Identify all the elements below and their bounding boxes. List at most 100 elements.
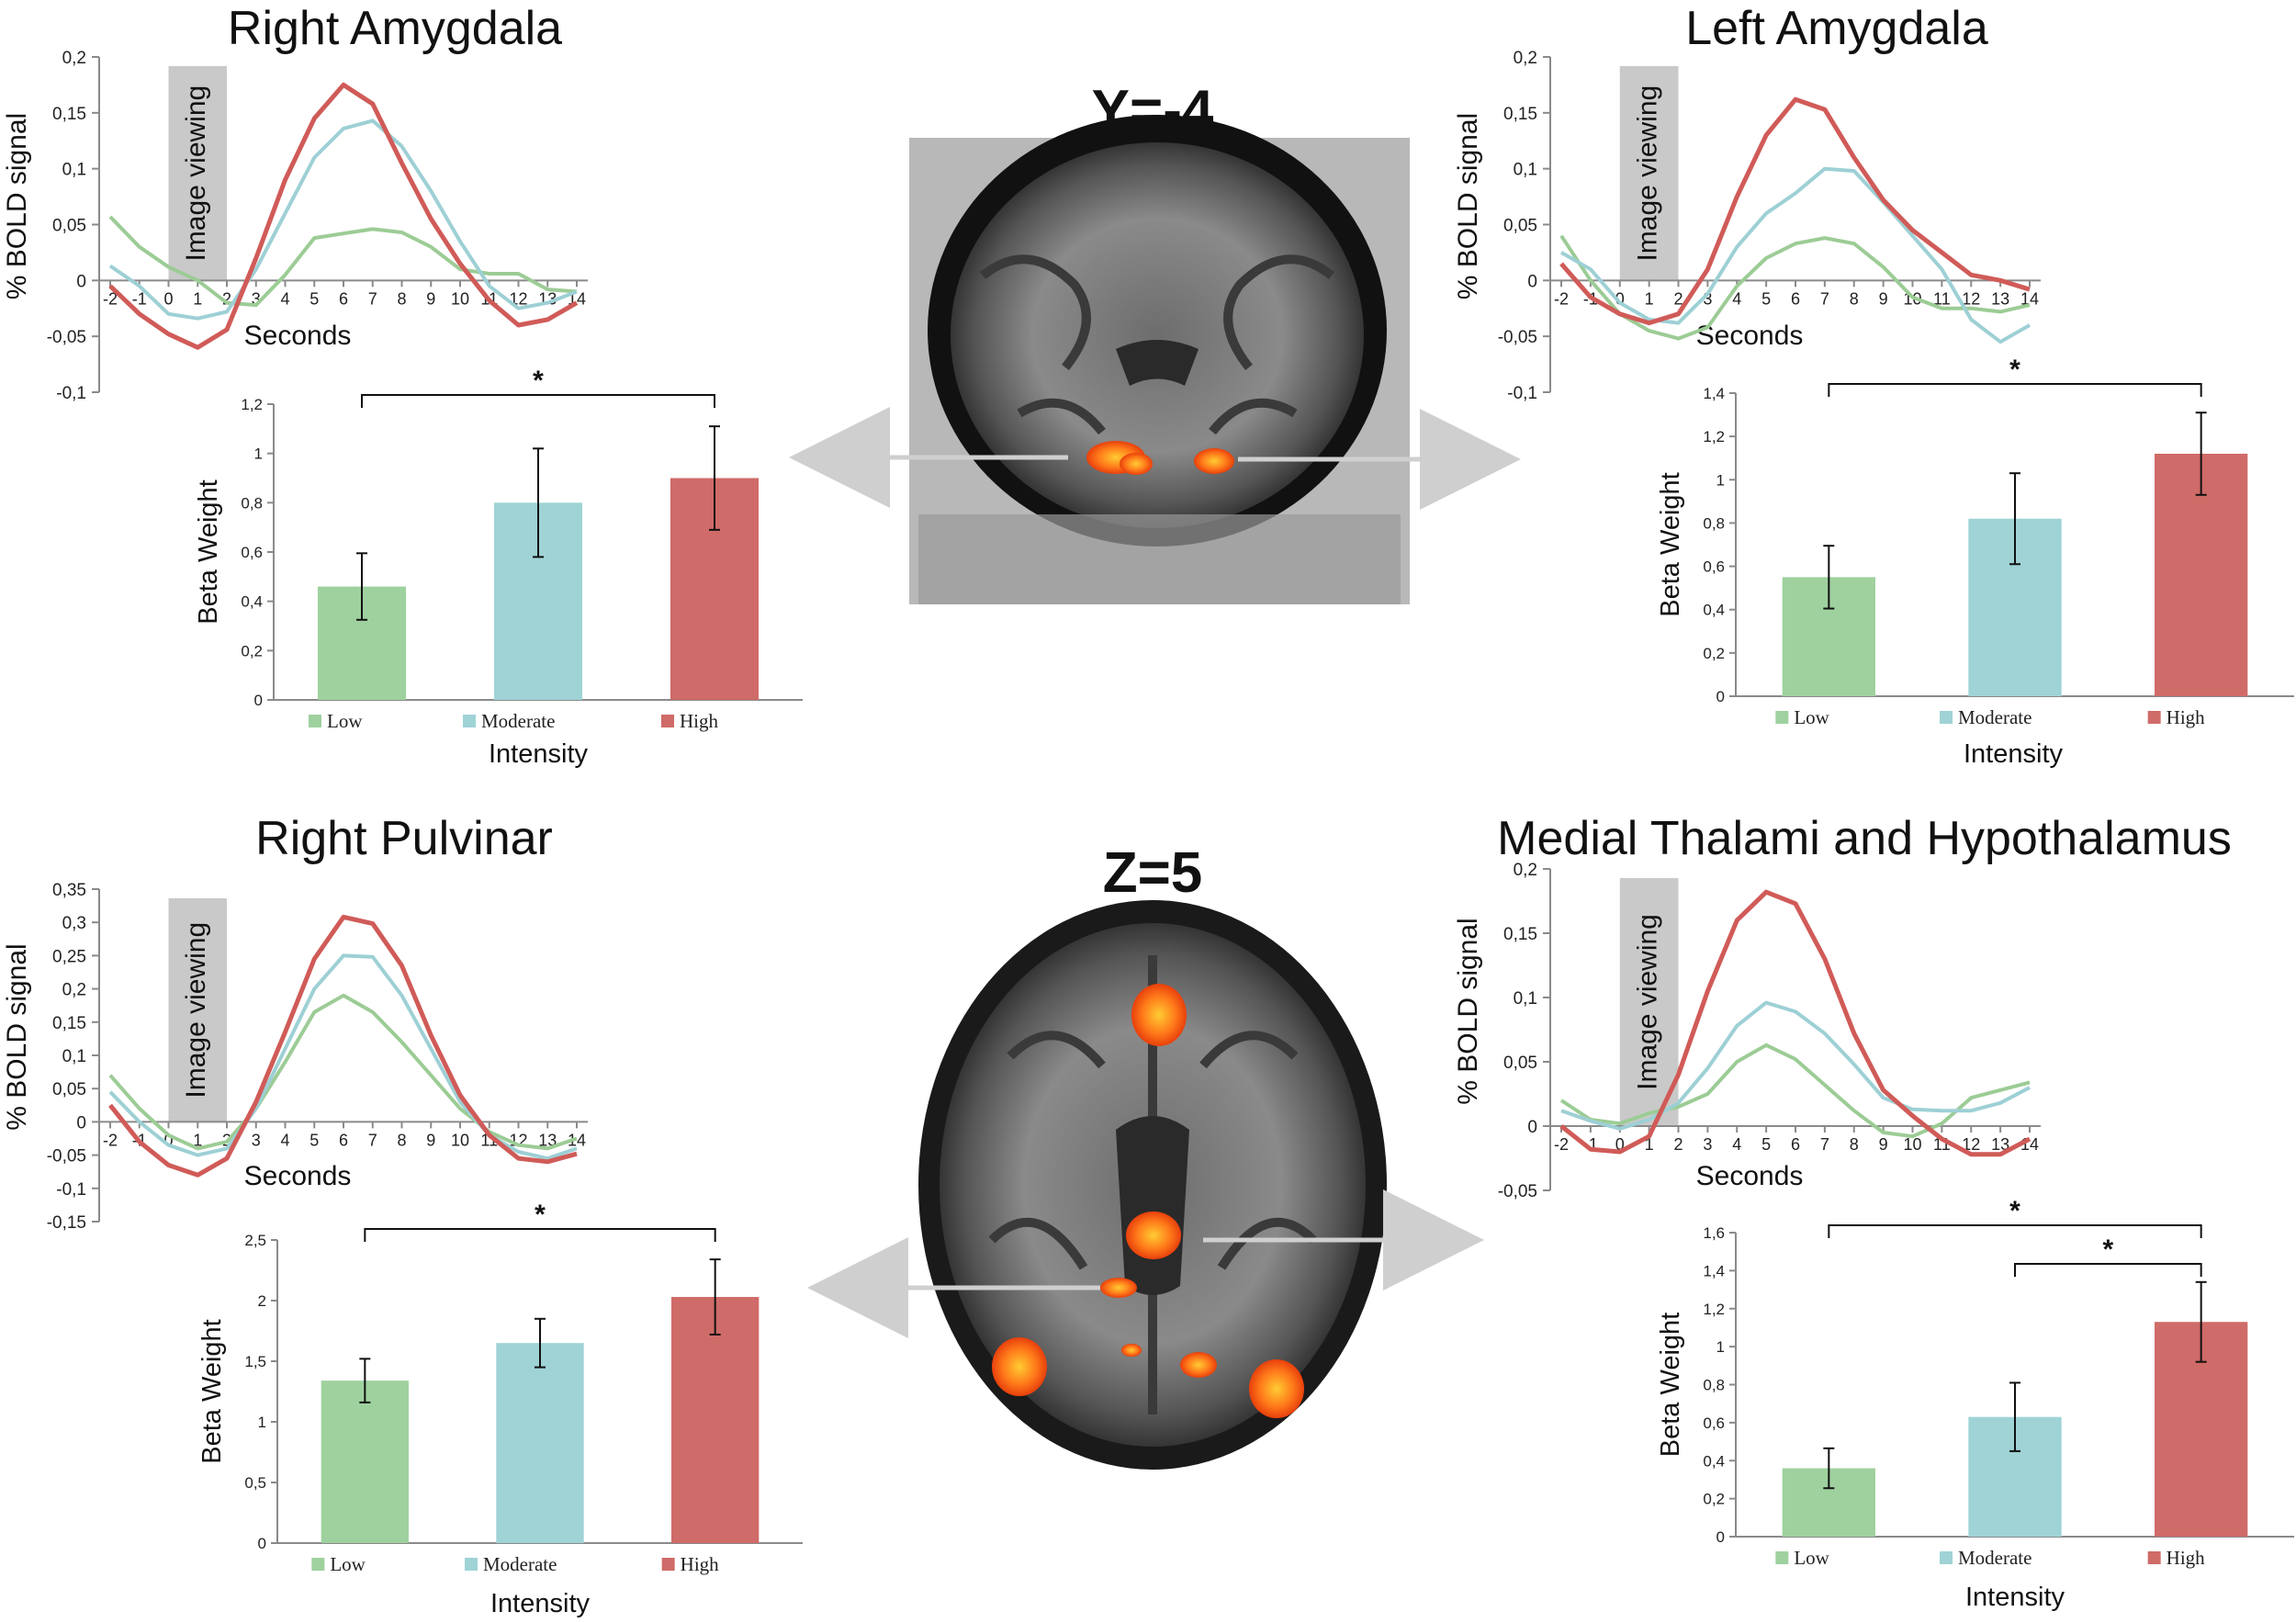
x-axis-label: Intensity (1964, 739, 2063, 769)
y-tick-label: 0,1 (62, 1047, 86, 1066)
series-line-low (1559, 1043, 2031, 1139)
x-tick-label: 3 (1703, 289, 1712, 308)
category-label: Low (330, 1553, 366, 1575)
y-tick-label: 0,1 (1514, 989, 1537, 1009)
x-tick-label: 6 (339, 289, 348, 308)
x-tick-label: 8 (397, 289, 406, 308)
x-tick-label: 9 (426, 289, 435, 308)
medial-thalami-activation (1126, 1212, 1181, 1259)
series-line-high (1559, 96, 2031, 326)
y-tick-label: 0 (76, 1113, 86, 1133)
y-axis-label: % BOLD signal (2, 113, 32, 299)
axial-brain-slice (918, 900, 1387, 1470)
activation-blob (1120, 453, 1153, 475)
significance-bracket (2014, 1263, 2202, 1277)
y-tick-label: 1 (258, 1414, 266, 1431)
category-label: High (680, 710, 719, 732)
x-tick-label: 8 (1850, 1135, 1859, 1154)
y-tick-label: 0,3 (62, 914, 86, 933)
chart-title: Left Amygdala (1685, 2, 1988, 55)
x-tick-label: 5 (310, 289, 319, 308)
significance-marker: * (2009, 1196, 2020, 1226)
x-tick-label: 2 (1673, 1135, 1683, 1154)
x-axis-label: Intensity (489, 739, 588, 769)
y-tick-label: 0,5 (244, 1474, 266, 1492)
x-tick-label: 6 (339, 1131, 348, 1149)
bar-high (671, 1297, 760, 1543)
x-tick-label: 13 (1991, 1135, 2009, 1154)
y-tick-label: 0,8 (1703, 514, 1725, 532)
category-label: Low (1794, 1547, 1829, 1569)
series-line-moderate (1560, 1000, 2031, 1131)
y-tick-label: 0 (1716, 1528, 1725, 1546)
x-axis-label: Seconds (1696, 1161, 1804, 1191)
category-label: Moderate (483, 1553, 557, 1575)
x-tick-label: 10 (1903, 1135, 1921, 1154)
x-axis-label: Intensity (490, 1589, 590, 1618)
x-tick-label: -2 (1554, 289, 1569, 308)
y-tick-label: 0,8 (241, 494, 263, 512)
y-tick-label: 0,6 (1703, 1414, 1725, 1432)
legend-swatch-high (661, 1558, 675, 1571)
axial-sulci (988, 955, 1317, 1414)
significance-marker: * (535, 1200, 546, 1230)
significance-bracket (361, 394, 715, 408)
series-line-low (108, 215, 578, 308)
coronal-slice-label: Y=-4 (1091, 79, 1214, 142)
x-axis-label: Seconds (1696, 321, 1804, 351)
x-tick-label: 0 (163, 289, 173, 308)
x-tick-label: 1 (193, 1131, 202, 1149)
significance-marker: * (2009, 355, 2020, 385)
x-tick-label: 1 (193, 289, 202, 308)
significance-bracket (1828, 1224, 2202, 1238)
x-axis-label: Intensity (1965, 1583, 2065, 1612)
y-axis-label: % BOLD signal (1453, 113, 1483, 299)
x-tick-label: 4 (1732, 289, 1741, 308)
bar-low (321, 1381, 409, 1543)
x-tick-label: 7 (1820, 1135, 1829, 1154)
legend-swatch-moderate (463, 715, 476, 727)
y-tick-label: -0,15 (47, 1213, 86, 1233)
y-tick-label: 1,4 (1703, 1262, 1725, 1279)
y-tick-label: 0,05 (52, 1080, 86, 1099)
coronal-sulci (979, 254, 1335, 435)
image-viewing-label: Image viewing (1633, 914, 1663, 1090)
significance-marker: * (2102, 1234, 2113, 1265)
legend-swatch-high (2147, 1551, 2161, 1564)
legend-swatch-low (1775, 1551, 1789, 1564)
y-tick-label: 0,2 (1703, 1491, 1725, 1508)
series-line-low (108, 993, 578, 1151)
x-tick-label: 1 (1645, 289, 1654, 308)
y-tick-label: 0 (1716, 688, 1725, 705)
y-tick-label: 0,2 (241, 642, 263, 659)
x-tick-label: -1 (132, 289, 147, 308)
y-tick-label: 0,15 (52, 1014, 86, 1033)
x-tick-label: 9 (426, 1131, 435, 1149)
y-tick-label: 0,05 (52, 217, 86, 236)
y-tick-label: 1 (254, 445, 263, 463)
image-viewing-label: Image viewing (181, 85, 211, 262)
x-tick-label: 10 (451, 1131, 469, 1149)
y-tick-label: 1,2 (1703, 1301, 1725, 1318)
right-pulvinar-activation (1100, 1278, 1137, 1298)
y-tick-label: 2 (258, 1292, 266, 1310)
image-viewing-box (168, 898, 227, 1122)
x-tick-label: 6 (1791, 289, 1800, 308)
chart-title: Medial Thalami and Hypothalamus (1497, 812, 2232, 865)
coronal-brain-tissue (951, 142, 1364, 528)
y-tick-label: 0,2 (1703, 645, 1725, 662)
y-tick-label: 0 (254, 692, 263, 709)
x-tick-label: 7 (368, 1131, 377, 1149)
category-label: High (2167, 1547, 2206, 1569)
y-tick-label: 0,2 (1514, 861, 1537, 880)
axial-ventricles (1116, 1116, 1189, 1295)
x-tick-label: 5 (310, 1131, 319, 1149)
y-tick-label: 0,15 (1503, 925, 1537, 944)
y-tick-label: 1,6 (1703, 1224, 1725, 1242)
y-tick-label: 0,05 (1503, 1054, 1537, 1073)
x-axis-label: Seconds (244, 1161, 352, 1191)
image-viewing-box (168, 66, 227, 281)
